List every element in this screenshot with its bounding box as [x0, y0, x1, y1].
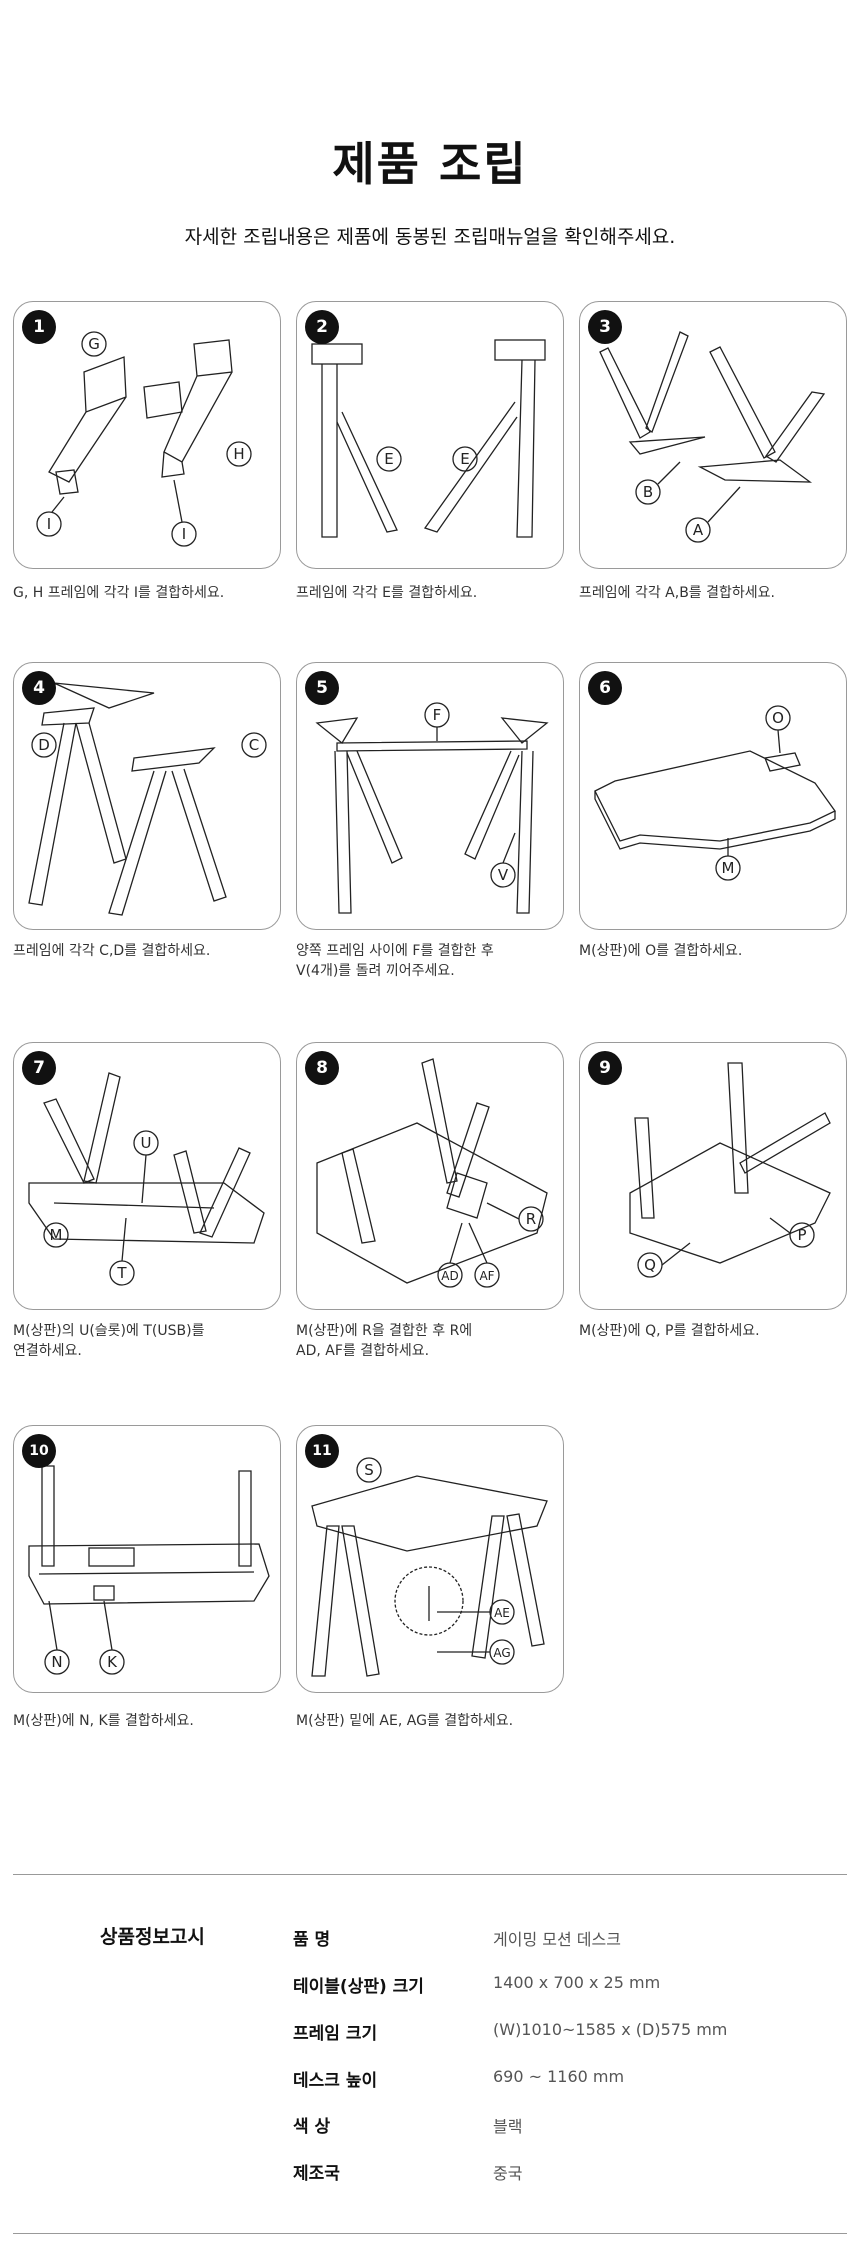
step-10-part-label: N [51, 1653, 62, 1671]
spec-value: (W)1010~1585 x (D)575 mm [493, 2020, 728, 2039]
step-2-illustration: E E [311, 339, 546, 538]
step-2-part-label: E [460, 450, 469, 468]
step-5-part-label: F [433, 706, 442, 724]
step-7-card: U M T 7 [13, 1042, 281, 1310]
step-11-card: S AE AG 11 [296, 1425, 564, 1693]
step-number-badge: 6 [588, 671, 622, 705]
step-6-part-label: O [772, 709, 784, 727]
step-8-part-label: AF [479, 1269, 494, 1283]
step-11-illustration: S AE AG [311, 1457, 548, 1677]
spec-row: 품 명 게이밍 모션 데스크 [293, 1925, 813, 1955]
step-10-part-label: K [107, 1653, 118, 1671]
step-4-illustration: D C [28, 682, 267, 916]
step-2-caption: 프레임에 각각 E를 결합하세요. [296, 585, 478, 601]
step-4-part-label: D [38, 736, 50, 754]
spec-heading: 상품정보고시 [100, 1926, 205, 1948]
step-4-card: D C 4 [13, 662, 281, 930]
spec-value: 블랙 [493, 2117, 523, 2136]
step-5-card: F V 5 [296, 662, 564, 930]
spec-row: 데스크 높이 690 ~ 1160 mm [293, 2066, 813, 2096]
step-4-caption: 프레임에 각각 C,D를 결합하세요. [13, 943, 211, 959]
spec-label: 제조국 [293, 2164, 340, 2184]
step-1-card: G H I I 1 [13, 301, 281, 569]
step-6-illustration: O M [594, 705, 836, 881]
spec-row: 색 상 블랙 [293, 2112, 813, 2142]
step-11-part-label: S [364, 1461, 374, 1479]
step-number-badge: 3 [588, 310, 622, 344]
step-1-part-label: I [47, 515, 51, 533]
step-3-part-label: A [693, 521, 704, 539]
step-6-part-label: M [722, 859, 735, 877]
step-6-caption: M(상판)에 O를 결합하세요. [579, 943, 743, 959]
step-2-card: E E 2 [296, 301, 564, 569]
spec-value: 게이밍 모션 데스크 [493, 1930, 621, 1949]
step-9-part-label: Q [644, 1256, 656, 1274]
step-number-badge: 4 [22, 671, 56, 705]
step-7-part-label: M [50, 1226, 63, 1244]
step-9-illustration: P Q [629, 1062, 831, 1278]
step-7-illustration: U M T [28, 1072, 265, 1286]
step-5-illustration: F V [315, 702, 549, 914]
step-5-caption: 양쪽 프레임 사이에 F를 결합한 후 V(4개)를 돌려 끼어주세요. [296, 943, 494, 979]
spec-label: 품 명 [293, 1930, 331, 1950]
step-8-card: R AD AF 8 [296, 1042, 564, 1310]
step-11-caption: M(상판) 밑에 AE, AG를 결합하세요. [296, 1713, 514, 1729]
step-3-illustration: B A [599, 331, 826, 543]
step-10-illustration: N K [28, 1465, 270, 1675]
spec-row: 프레임 크기 (W)1010~1585 x (D)575 mm [293, 2019, 813, 2049]
step-8-part-label: AD [441, 1269, 458, 1283]
step-number-badge: 9 [588, 1051, 622, 1085]
page-title: 제품 조립 [332, 137, 528, 191]
step-3-card: B A 3 [579, 301, 847, 569]
spec-label: 프레임 크기 [293, 2024, 378, 2044]
step-7-part-label: T [116, 1264, 127, 1282]
bottom-divider [13, 2233, 847, 2234]
step-11-part-label: AE [494, 1606, 510, 1620]
step-8-illustration: R AD AF [316, 1058, 548, 1288]
spec-label: 색 상 [293, 2117, 331, 2137]
step-number-badge: 5 [305, 671, 339, 705]
step-3-caption: 프레임에 각각 A,B를 결합하세요. [579, 585, 775, 601]
step-4-part-label: C [249, 736, 259, 754]
spec-row: 테이블(상판) 크기 1400 x 700 x 25 mm [293, 1972, 813, 2002]
step-2-part-label: E [384, 450, 393, 468]
step-1-part-label: I [182, 525, 186, 543]
step-number-badge: 8 [305, 1051, 339, 1085]
step-1-part-label: G [88, 335, 100, 353]
step-number-badge: 11 [305, 1434, 339, 1468]
spec-value: 1400 x 700 x 25 mm [493, 1973, 661, 1992]
spec-label: 데스크 높이 [293, 2071, 378, 2091]
step-1-caption: G, H 프레임에 각각 I를 결합하세요. [13, 585, 225, 601]
step-9-card: P Q 9 [579, 1042, 847, 1310]
step-8-part-label: R [526, 1210, 536, 1228]
step-5-part-label: V [498, 866, 509, 884]
step-1-illustration: G H I I [36, 331, 252, 547]
step-6-card: O M 6 [579, 662, 847, 930]
step-number-badge: 7 [22, 1051, 56, 1085]
step-10-caption: M(상판)에 N, K를 결합하세요. [13, 1713, 194, 1729]
spec-row: 제조국 중국 [293, 2159, 813, 2189]
spec-label: 테이블(상판) 크기 [293, 1977, 424, 1997]
step-number-badge: 1 [22, 310, 56, 344]
step-8-caption: M(상판)에 R을 결합한 후 R에 AD, AF를 결합하세요. [296, 1323, 473, 1359]
spec-value: 중국 [493, 2164, 523, 2183]
step-11-part-label: AG [493, 1646, 510, 1660]
step-10-card: N K 10 [13, 1425, 281, 1693]
step-number-badge: 2 [305, 310, 339, 344]
step-3-part-label: B [643, 483, 653, 501]
step-7-caption: M(상판)의 U(슬롯)에 T(USB)를 연결하세요. [13, 1323, 205, 1359]
top-divider [13, 1874, 847, 1875]
step-1-part-label: H [233, 445, 244, 463]
step-number-badge: 10 [22, 1434, 56, 1468]
page-subtitle: 자세한 조립내용은 제품에 동봉된 조립매뉴얼을 확인해주세요. [184, 226, 676, 248]
step-7-part-label: U [141, 1134, 152, 1152]
spec-value: 690 ~ 1160 mm [493, 2067, 625, 2086]
step-9-caption: M(상판)에 Q, P를 결합하세요. [579, 1323, 760, 1339]
step-9-part-label: P [797, 1226, 806, 1244]
